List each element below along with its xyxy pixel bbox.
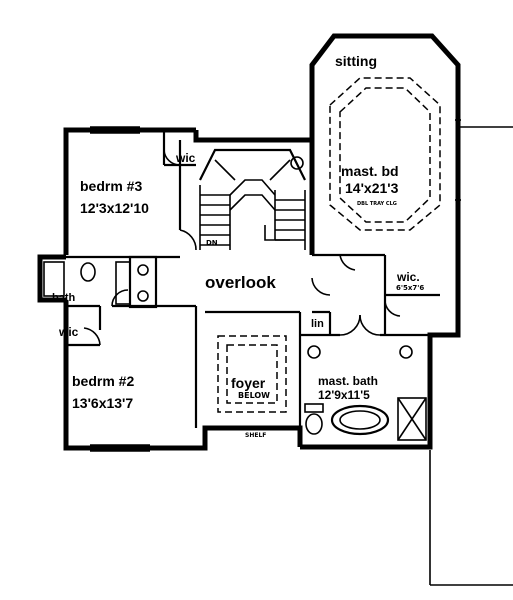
room-label-master-bed: mast. bd (341, 163, 399, 179)
room-dims-bedroom-2: 13'6x13'7 (72, 395, 133, 411)
foyer-opening (217, 335, 287, 413)
room-label-bedroom-2: bedrm #2 (72, 373, 134, 389)
room-dims-master-bath: 12'9x11'5 (318, 388, 370, 402)
room-label-bedroom-3: bedrm #3 (80, 178, 142, 194)
room-label-bath: bath (52, 292, 76, 304)
room-dims-bedroom-3: 12'3x12'10 (80, 200, 149, 216)
room-label-wic-bedroom-3: wic (175, 151, 196, 165)
property-lines (429, 126, 513, 586)
room-dims-master-bed: 14'x21'3 (345, 180, 399, 196)
room-label-foyer: foyer (231, 375, 266, 391)
windows (90, 119, 461, 452)
lav-sinks (137, 264, 149, 302)
room-label-wic-bedroom-2: wic (58, 325, 79, 339)
door-swings (83, 149, 401, 346)
room-label-sitting: sitting (335, 53, 377, 69)
staircase (199, 148, 306, 250)
tray-ceiling (329, 77, 441, 231)
ceiling-note: DBL TRAY CLG (357, 201, 397, 207)
room-label-overlook: overlook (205, 273, 276, 292)
room-label-master-wic: wic. (396, 270, 420, 284)
shelf-label: SHELF (245, 432, 266, 439)
room-dims-master-wic: 6'5x7'6 (396, 284, 424, 292)
stair-down-label: DN (206, 239, 218, 247)
master-bath-fixtures (304, 345, 427, 441)
bath-fixtures (43, 261, 131, 305)
foyer-note: BELOW (238, 391, 270, 400)
interior-walls (66, 130, 440, 428)
room-label-master-bath: mast. bath (318, 374, 378, 388)
room-label-linen: lin (311, 318, 324, 330)
